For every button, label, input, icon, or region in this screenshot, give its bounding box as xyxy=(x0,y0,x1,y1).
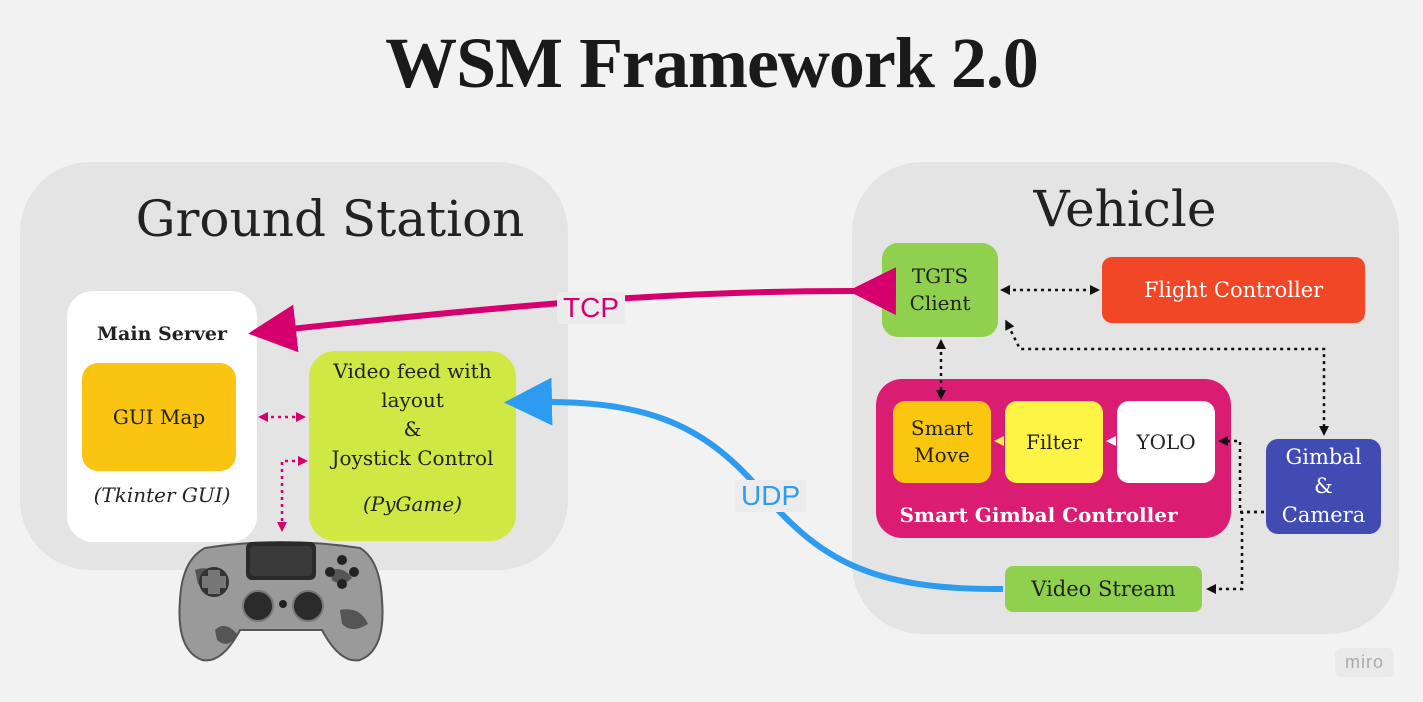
gimbal-videostream-link xyxy=(1206,510,1264,594)
video-stream-label: Video Stream xyxy=(1031,577,1176,601)
gimbal-yolo-link xyxy=(1218,436,1264,514)
smart-move-line2: Move xyxy=(914,443,970,467)
tcp-label: TCP xyxy=(557,292,625,324)
tgts-client-box[interactable]: TGTS Client xyxy=(882,243,998,337)
smart-move-line1: Smart xyxy=(910,416,974,440)
gimbal-line3: Camera xyxy=(1281,503,1366,527)
gui-map-label: GUI Map xyxy=(112,405,206,429)
flight-controller-label: Flight Controller xyxy=(1143,278,1324,302)
gimbal-line1: Gimbal xyxy=(1285,445,1362,469)
smart-gimbal-controller-label: Smart Gimbal Controller xyxy=(899,503,1178,527)
gui-map-box[interactable]: GUI Map xyxy=(82,363,236,471)
miro-watermark: miro xyxy=(1335,648,1394,677)
gimbal-camera-box[interactable]: Gimbal & Camera xyxy=(1266,439,1381,534)
video-feed-line4: Joystick Control xyxy=(331,446,494,470)
vehicle-title: Vehicle xyxy=(1033,180,1217,238)
main-server-label: Main Server xyxy=(97,323,227,345)
page-title: WSM Framework 2.0 xyxy=(385,23,1039,103)
video-feed-line3: & xyxy=(403,417,422,441)
video-stream-box[interactable]: Video Stream xyxy=(1005,566,1202,612)
tgts-line2: Client xyxy=(909,291,971,315)
tgts-gimbal-link xyxy=(1005,319,1329,436)
ground-station-title: Ground Station xyxy=(135,190,525,248)
gamepad-icon xyxy=(178,541,384,662)
gimbal-line2: & xyxy=(1314,474,1333,498)
video-feed-box[interactable]: Video feed with layout & Joystick Contro… xyxy=(309,351,516,541)
video-feed-line2: layout xyxy=(381,388,444,412)
udp-label: UDP xyxy=(735,480,807,512)
video-feed-line5: (PyGame) xyxy=(362,492,463,516)
smart-move-box[interactable]: Smart Move xyxy=(893,401,991,483)
tkinter-label: (Tkinter GUI) xyxy=(93,483,231,507)
tgts-line1: TGTS xyxy=(911,264,969,288)
video-controller-link xyxy=(277,456,308,532)
video-feed-line1: Video feed with xyxy=(333,359,492,383)
flight-controller-box[interactable]: Flight Controller xyxy=(1102,257,1365,323)
